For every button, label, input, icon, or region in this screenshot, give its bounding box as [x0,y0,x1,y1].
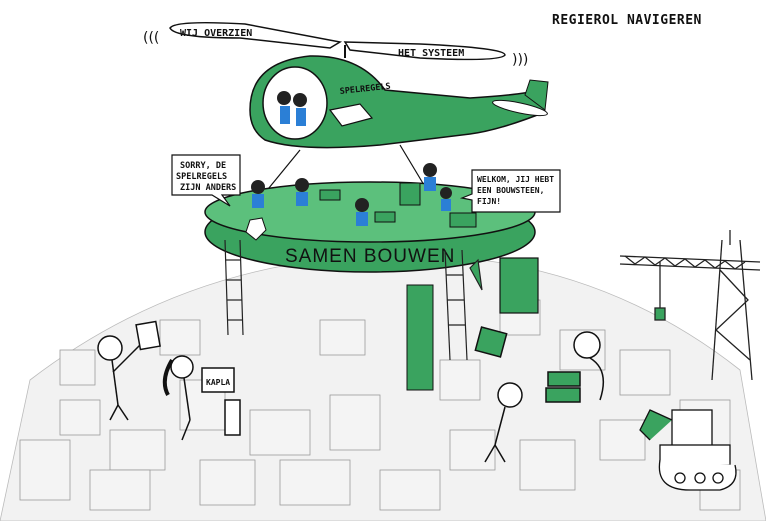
speech-bubble-left: SORRY, DE SPELREGELS ZIJN ANDERS [171,154,241,207]
kapla-box-label: KAPLA [206,378,230,387]
support-pillar [406,284,434,391]
page-title: REGIEROL NAVIGEREN [552,13,702,28]
platform: SAMEN BOUWEN [204,181,536,391]
svg-text:WELKOM, JIJ HEBT EEN BOU: WELKOM, JIJ HEBT EEN BOUWSTEEN, FIJN! [477,175,559,206]
ground-people: KAPLA [97,320,605,463]
speech-right-line-2: EEN BOUWSTEEN, [477,186,544,195]
rotor-banner-right: HET SYSTEEM [398,48,464,59]
rotor-banner-left: WIJ OVERZIEN [180,28,252,39]
motion-lines-left: ((( [143,30,159,46]
motion-lines-right: ))) [512,52,528,68]
puzzle-piece [245,217,267,241]
speech-left-line-2: SPELREGELS [176,172,227,182]
tail-rotor [492,99,548,117]
helicopter: SPELREGELS [249,45,549,206]
speech-right-line-3: FIJN! [477,197,501,206]
speech-bubble-right: WELKOM, JIJ HEBT EEN BOUWSTEEN, FIJN! [459,169,561,213]
rotor: WIJ OVERZIEN HET SYSTEEM ((( ))) [143,21,528,68]
people-on-platform [245,163,477,241]
speech-left-line-1: SORRY, DE [180,161,226,171]
speech-right-line-1: WELKOM, JIJ HEBT [477,175,554,184]
rulebook-brick [328,103,374,127]
city-background [0,254,766,521]
excavator [639,409,737,491]
speech-left-line-3: ZIJN ANDERS [180,183,236,193]
svg-text:SORRY, DE SPELREGELS: SORRY, DE SPELREGELS ZIJN ANDERS [176,161,236,193]
ladders [224,239,539,361]
platform-label: SAMEN BOUWEN [285,246,455,267]
tower-crane [619,230,761,381]
